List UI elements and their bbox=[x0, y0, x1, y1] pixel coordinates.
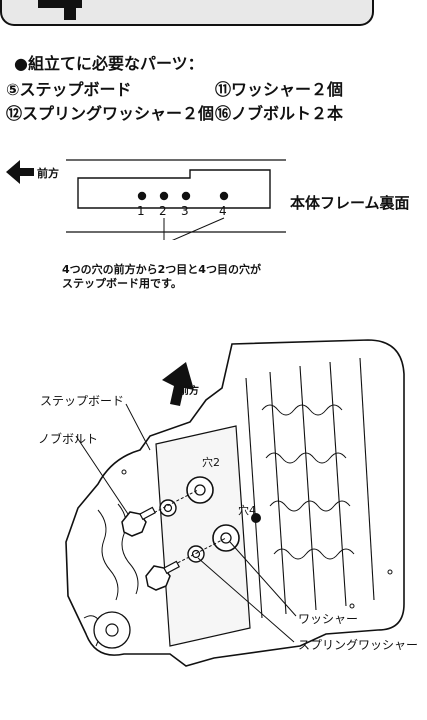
parts-heading: ●組立てに必要なパーツ： bbox=[14, 54, 204, 73]
hole-4 bbox=[219, 191, 229, 201]
frame-front-label: 前方 bbox=[37, 167, 59, 180]
part-washer: ⑪ワッシャー２個 bbox=[215, 80, 344, 99]
callout-step-board: ステップボード bbox=[40, 394, 125, 408]
callout-knob-bolt: ノブボルト bbox=[38, 432, 99, 446]
hole-4-label: 穴4 bbox=[238, 504, 256, 517]
hole-number-3: 3 bbox=[181, 204, 189, 218]
hole-number-2: 2 bbox=[159, 204, 167, 218]
frame-outline bbox=[77, 169, 271, 209]
frame-note-line-1: 4つの穴の前方から2つ目と4つ目の穴が bbox=[62, 263, 261, 276]
hole-3 bbox=[181, 191, 191, 201]
hole-4-mark bbox=[251, 513, 261, 523]
knob-bolt-lower-icon bbox=[145, 560, 180, 591]
hole-2-label: 穴2 bbox=[202, 456, 220, 469]
frame-diagram-title: 本体フレーム裏面 bbox=[290, 194, 410, 212]
hole-1 bbox=[137, 191, 147, 201]
front-direction-arrow-icon bbox=[162, 362, 194, 406]
callout-washer: ワッシャー bbox=[298, 612, 359, 626]
frame-underside-diagram bbox=[6, 159, 286, 240]
hole-number-4: 4 bbox=[219, 204, 227, 218]
frame-note-line-2: ステップボード用です。 bbox=[62, 277, 182, 290]
front-arrow-icon bbox=[6, 160, 34, 184]
step-board-assembly-illustration bbox=[65, 339, 405, 667]
part-knob-bolt: ⑯ノブボルト２本 bbox=[215, 104, 344, 123]
knob-bolt-upper-icon bbox=[121, 506, 156, 537]
assembly-front-label: 前方 bbox=[179, 386, 199, 397]
hole-number-1: 1 bbox=[137, 204, 145, 218]
hole-2 bbox=[159, 191, 169, 201]
part-step-board: ⑤ステップボード bbox=[6, 80, 132, 99]
callout-spring-washer: スプリングワッシャー bbox=[298, 638, 419, 652]
part-spring-washer: ⑫スプリングワッシャー２個 bbox=[6, 104, 215, 123]
step-number-digit bbox=[38, 0, 82, 20]
